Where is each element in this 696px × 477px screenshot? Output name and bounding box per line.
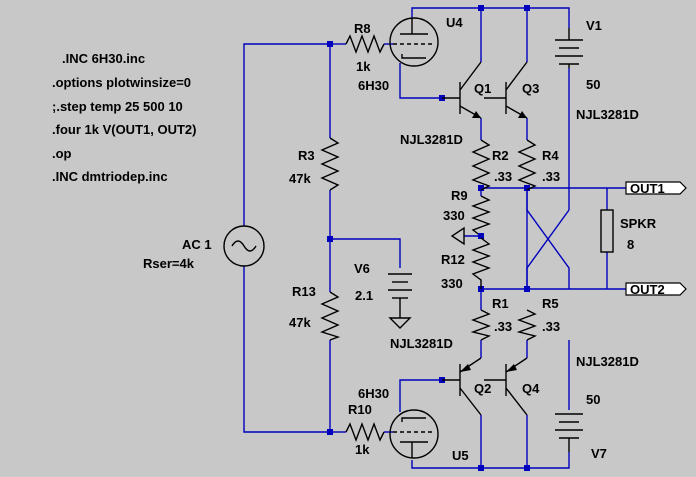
transistor-q2[interactable]: Q2 NJL3281D [390, 336, 491, 416]
r4-name: R4 [542, 148, 559, 163]
r13-name: R13 [292, 284, 316, 299]
r2-value: .33 [494, 169, 512, 184]
v7-name: V7 [591, 446, 607, 461]
r5-name: R5 [542, 296, 559, 311]
resistor-r5[interactable]: R5 .33 [516, 296, 560, 341]
resistor-r2[interactable]: R2 .33 [471, 139, 512, 191]
r9-name: R9 [451, 188, 468, 203]
r10-name: R10 [348, 402, 372, 417]
r5-value: .33 [542, 319, 560, 334]
v1-name: V1 [586, 18, 602, 33]
q3-value: NJL3281D [576, 107, 639, 122]
port-out1[interactable]: OUT1 [625, 181, 687, 196]
resistor-r9[interactable]: R9 330 [443, 188, 491, 237]
r12-name: R12 [441, 252, 465, 267]
r2-name: R2 [492, 148, 509, 163]
q3-name: Q3 [522, 81, 539, 96]
r9-value: 330 [443, 208, 465, 223]
voltage-source-v7[interactable]: 50 V7 [555, 392, 607, 461]
directive-four: .four 1k V(OUT1, OUT2) [52, 122, 196, 137]
resistor-r12[interactable]: R12 330 [441, 237, 491, 291]
r13-value: 47k [289, 315, 311, 330]
q2-name: Q2 [474, 381, 491, 396]
r4-value: .33 [542, 169, 560, 184]
spkr-name: SPKR [620, 216, 657, 231]
r10-value: 1k [355, 442, 370, 457]
resistor-r13[interactable]: R13 47k [289, 284, 341, 341]
directive-step-commented: ;.step temp 25 500 10 [52, 99, 183, 114]
node-mid [478, 233, 484, 239]
voltage-source-v1[interactable]: V1 50 [555, 18, 602, 92]
directive-include-dmtriodep: .INC dmtriodep.inc [52, 169, 168, 184]
ground-symbol-mid [450, 226, 481, 246]
wires [243, 7, 626, 469]
ac-name: AC 1 [182, 237, 212, 252]
v7-value: 50 [586, 392, 600, 407]
r3-value: 47k [289, 171, 311, 186]
port-out2[interactable]: OUT2 [625, 282, 687, 297]
q4-name: Q4 [522, 381, 540, 396]
q1-value: NJL3281D [400, 132, 463, 147]
r8-name: R8 [354, 21, 371, 36]
resistor-r3[interactable]: R3 47k [289, 137, 340, 191]
r8-value: 1k [356, 59, 371, 74]
v1-value: 50 [586, 77, 600, 92]
out1-label: OUT1 [630, 181, 665, 196]
r3-name: R3 [298, 148, 315, 163]
q4-value: NJL3281D [576, 354, 639, 369]
resistor-r10[interactable]: R10 1k [345, 402, 385, 457]
q1-name: Q1 [474, 81, 491, 96]
directive-op: .op [52, 146, 72, 161]
ac-value: Rser=4k [143, 256, 195, 271]
ac-source[interactable]: AC 1 Rser=4k [143, 225, 265, 271]
r1-value: .33 [494, 319, 512, 334]
directive-options: .options plotwinsize=0 [52, 75, 191, 90]
v6-value: 2.1 [355, 288, 373, 303]
voltage-source-v6[interactable]: V6 2.1 [354, 261, 412, 329]
v6-name: V6 [354, 261, 370, 276]
triode-u4[interactable]: U4 6H30 [358, 15, 463, 93]
spkr-value: 8 [627, 237, 634, 252]
speaker-resistor-spkr[interactable]: SPKR 8 [600, 209, 657, 253]
u4-name: U4 [446, 15, 463, 30]
transistor-q3[interactable]: Q3 NJL3281D [484, 61, 639, 122]
transistor-q1[interactable]: Q1 NJL3281D [400, 61, 491, 147]
triode-u5[interactable]: 6H30 U5 [358, 386, 469, 463]
transistor-q4[interactable]: Q4 NJL3281D [484, 354, 639, 416]
u4-value: 6H30 [358, 78, 389, 93]
u5-value: 6H30 [358, 386, 389, 401]
r1-name: R1 [492, 296, 509, 311]
out2-label: OUT2 [630, 282, 665, 297]
r12-value: 330 [441, 276, 463, 291]
directive-include-6h30: .INC 6H30.inc [62, 51, 145, 66]
resistor-r8[interactable]: R8 1k [345, 21, 385, 74]
u5-name: U5 [452, 448, 469, 463]
resistor-r4[interactable]: R4 .33 [517, 139, 560, 191]
q2-value: NJL3281D [390, 336, 453, 351]
resistor-r1[interactable]: R1 .33 [470, 296, 512, 341]
